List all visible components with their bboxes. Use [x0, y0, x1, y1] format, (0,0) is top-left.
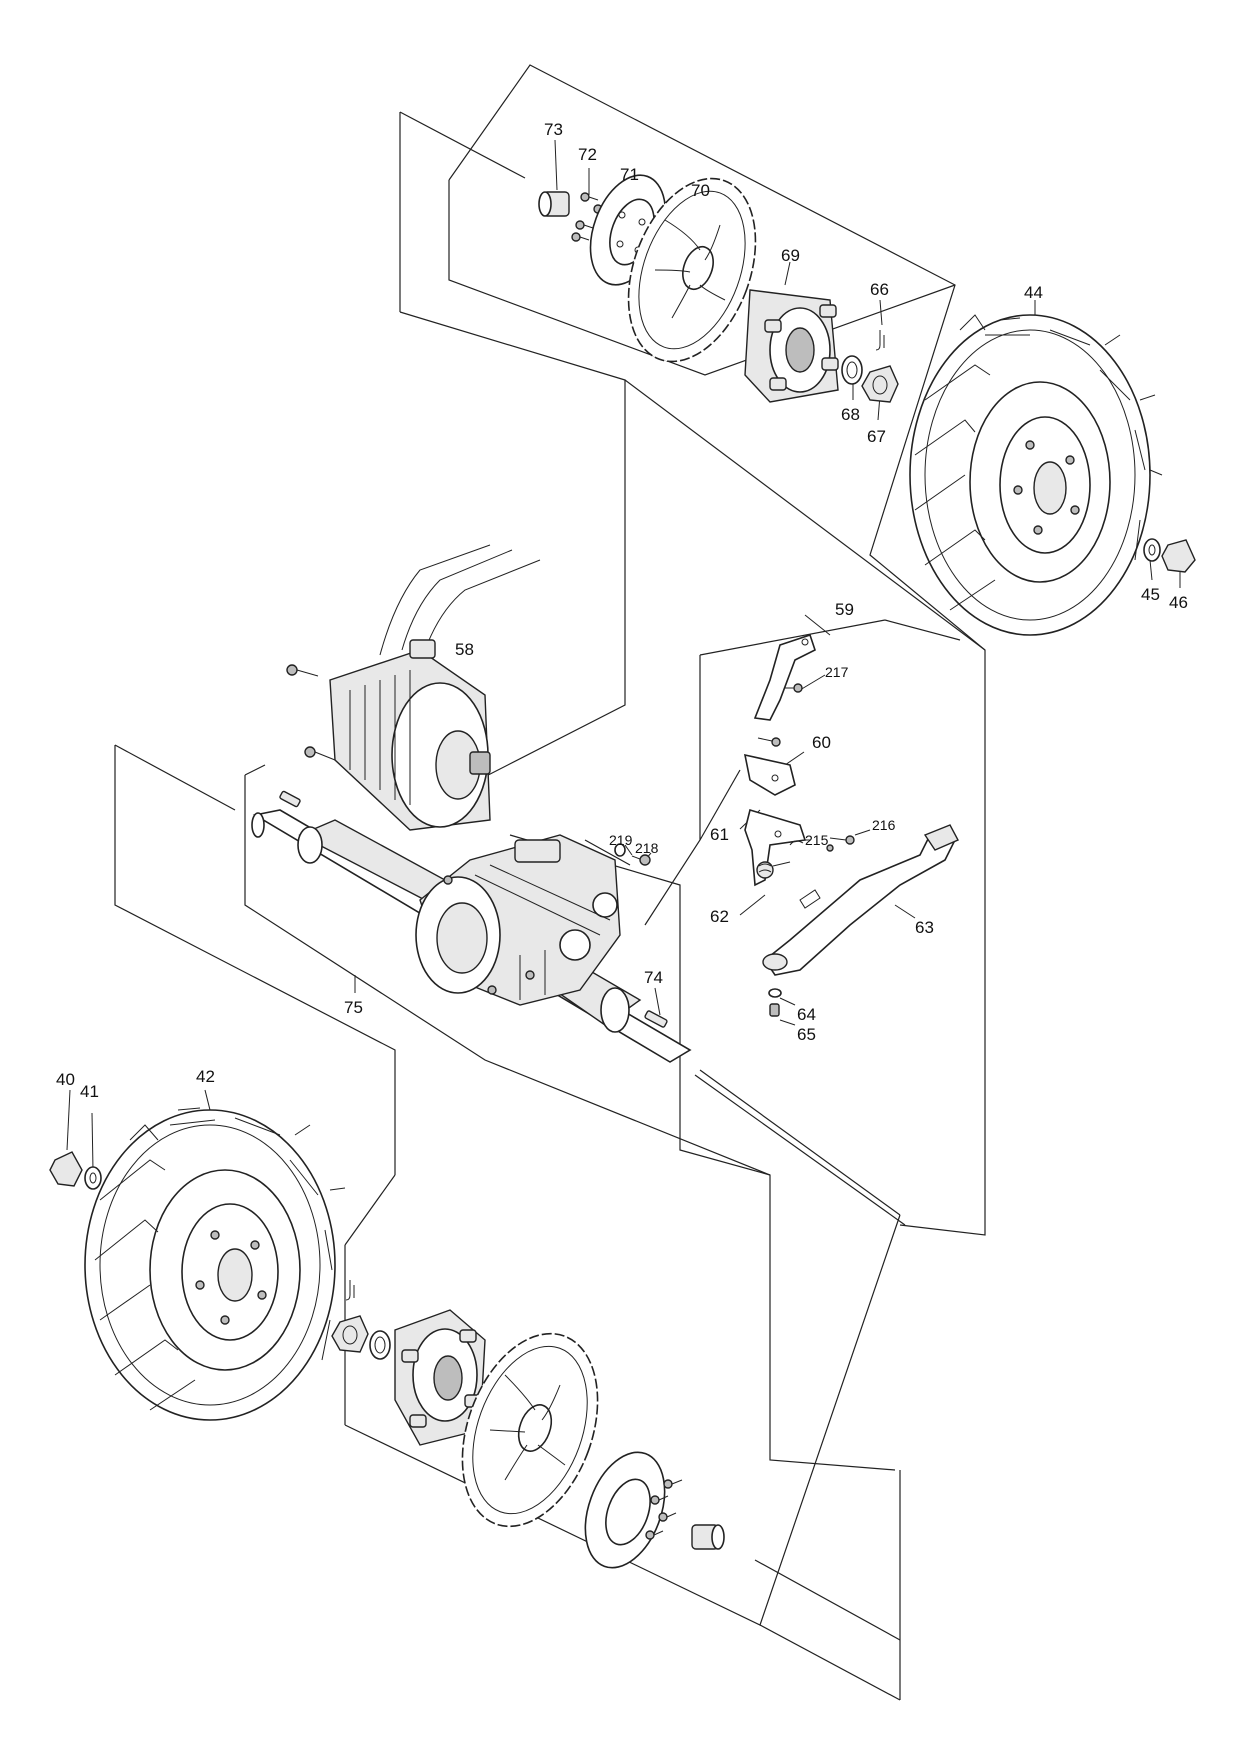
lever-plate-61	[744, 808, 807, 887]
bolt-65	[769, 1003, 780, 1017]
callout-44: 44	[1024, 283, 1043, 302]
cotter-pin-66	[875, 330, 885, 351]
nut-46	[1161, 539, 1196, 573]
bushing-73	[538, 191, 570, 217]
key-75	[279, 790, 301, 808]
wheel-hub-69	[744, 289, 839, 403]
hub-plate-lower	[584, 1451, 666, 1569]
callout-70: 70	[691, 181, 710, 200]
washer-64	[768, 988, 782, 998]
callout-71: 71	[620, 165, 639, 184]
washer-lower	[369, 1330, 391, 1360]
brake-rotor-lower	[461, 1332, 599, 1528]
callout-74: 74	[644, 968, 663, 987]
callout-65: 65	[797, 1025, 816, 1044]
castle-nut-lower	[331, 1315, 369, 1353]
nut-40	[49, 1151, 83, 1187]
washer-68	[841, 355, 863, 385]
key-74	[644, 1010, 668, 1028]
callout-61: 61	[710, 825, 729, 844]
callout-60: 60	[812, 733, 831, 752]
clip-215	[789, 840, 834, 852]
callout-58: 58	[455, 640, 474, 659]
callout-69: 69	[781, 246, 800, 265]
callout-63: 63	[915, 918, 934, 937]
callout-68: 68	[841, 405, 860, 424]
callout-66: 66	[870, 280, 889, 299]
callout-75: 75	[344, 998, 363, 1017]
callout-labels: 73 72 71 70 69 66 68 67 44 45 46 59 217 …	[56, 120, 1188, 1101]
callout-219: 219	[609, 832, 633, 848]
plate-60	[743, 753, 796, 796]
brake-rotor-70	[627, 177, 757, 363]
callout-59: 59	[835, 600, 854, 619]
callout-217: 217	[825, 664, 849, 680]
callout-62: 62	[710, 907, 729, 926]
wheel-hub-lower	[394, 1309, 486, 1446]
bolt-218	[631, 854, 651, 866]
callout-41: 41	[80, 1082, 99, 1101]
cotter-pin-lower	[345, 1280, 355, 1301]
washer-41	[84, 1166, 102, 1190]
motor-bolts	[286, 664, 336, 761]
motor-58	[329, 544, 541, 831]
spring-62	[756, 861, 791, 879]
callout-215: 215	[805, 832, 829, 848]
bolt-216	[829, 835, 855, 845]
washer-45	[1143, 538, 1161, 562]
callout-218: 218	[635, 840, 659, 856]
castle-nut-67	[861, 365, 899, 403]
bolts-lower	[645, 1479, 683, 1540]
callout-216: 216	[872, 817, 896, 833]
callout-64: 64	[797, 1005, 816, 1024]
bushing-lower	[691, 1524, 725, 1550]
transmission-housing	[415, 834, 621, 1006]
bolt-bracket	[757, 737, 781, 747]
callout-72: 72	[578, 145, 597, 164]
tire-wheel-42	[84, 1107, 346, 1421]
callout-40: 40	[56, 1070, 75, 1089]
callout-73: 73	[544, 120, 563, 139]
tire-wheel-44	[909, 314, 1163, 636]
bolts-72	[571, 192, 611, 242]
callout-45: 45	[1141, 585, 1160, 604]
callout-42: 42	[196, 1067, 215, 1086]
washer-219	[614, 843, 626, 857]
bracket-59	[753, 633, 816, 721]
bolt-217	[785, 683, 803, 693]
callout-46: 46	[1169, 593, 1188, 612]
callout-67: 67	[867, 427, 886, 446]
brake-pedal-63	[762, 824, 959, 976]
